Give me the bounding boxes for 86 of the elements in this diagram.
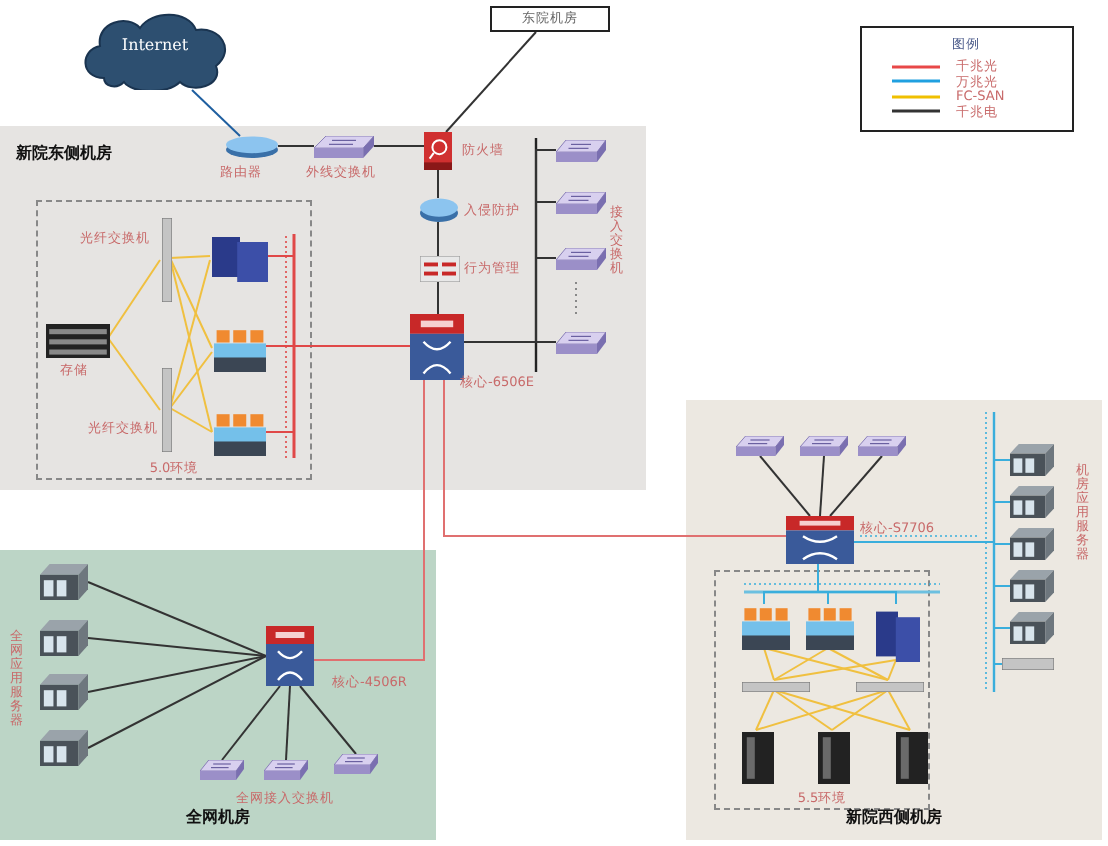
room-title: 全网机房 xyxy=(184,808,252,828)
cabinet-icon xyxy=(818,732,850,784)
connection-line xyxy=(817,563,897,605)
switch-icon xyxy=(736,436,784,456)
connection-line xyxy=(437,281,439,315)
server-icon xyxy=(1010,528,1054,560)
connection-line xyxy=(437,169,439,199)
room-area xyxy=(0,126,646,490)
connection-line xyxy=(437,221,439,257)
tower-icon xyxy=(212,232,268,282)
connection-line xyxy=(169,257,213,349)
switch-icon xyxy=(556,332,606,354)
server-icon xyxy=(40,730,88,766)
connection-line xyxy=(169,255,211,259)
server-icon xyxy=(40,674,88,710)
connection-line xyxy=(443,379,787,537)
connection-line xyxy=(87,637,267,657)
connection-line xyxy=(755,689,775,731)
switch-icon xyxy=(334,754,378,774)
bar-icon xyxy=(742,682,810,692)
switch-icon xyxy=(314,136,374,158)
bar-icon xyxy=(162,368,172,452)
switch-icon xyxy=(200,760,244,780)
blade-icon xyxy=(806,606,854,650)
dashed-area xyxy=(36,200,312,480)
server-icon xyxy=(40,564,88,600)
server-icon xyxy=(1010,570,1054,602)
blade-icon xyxy=(214,328,266,372)
bar-icon xyxy=(856,682,924,692)
connection-line xyxy=(313,379,425,661)
dashed-area xyxy=(714,570,930,810)
connection-line xyxy=(887,689,911,731)
server-icon xyxy=(1010,444,1054,476)
chassis-icon xyxy=(266,626,314,686)
bar-icon xyxy=(1002,658,1054,670)
blade-icon xyxy=(742,606,790,650)
tower-icon xyxy=(876,606,920,662)
server-icon xyxy=(40,620,88,656)
connection-line xyxy=(263,345,411,433)
switch-icon xyxy=(858,436,906,456)
cloud-label: Internet xyxy=(119,36,191,56)
cabinet-icon xyxy=(896,732,928,784)
router-icon xyxy=(226,136,278,158)
switch-icon xyxy=(556,192,606,214)
connection-line xyxy=(819,455,825,517)
connection-line xyxy=(831,689,889,731)
router-icon xyxy=(420,198,458,222)
connection-line xyxy=(773,659,897,681)
room-title: 新院东侧机房 xyxy=(16,144,112,164)
room-title: 新院西侧机房 xyxy=(844,808,944,828)
connection-line xyxy=(87,655,267,749)
connection-line xyxy=(759,455,811,517)
connection-line xyxy=(755,689,889,731)
firewall-icon xyxy=(424,132,452,170)
switch-icon xyxy=(556,140,606,162)
chassis-icon xyxy=(786,516,854,564)
server-icon xyxy=(1010,486,1054,518)
connection-line xyxy=(829,455,883,517)
connection-line xyxy=(463,341,557,343)
connection-line xyxy=(773,689,911,731)
connection-line xyxy=(827,647,889,681)
connection-line xyxy=(169,407,213,433)
blade-icon xyxy=(214,412,266,456)
room-area xyxy=(0,550,436,840)
appliance-icon xyxy=(420,256,460,282)
room-area xyxy=(686,400,1102,840)
chassis-icon xyxy=(410,314,464,380)
connection-line xyxy=(277,145,315,147)
server-icon xyxy=(1010,612,1054,644)
connection-line xyxy=(169,351,213,409)
switch-icon xyxy=(264,760,308,780)
connection-line xyxy=(87,655,267,693)
connection-line xyxy=(445,31,537,133)
connection-line xyxy=(191,89,241,137)
connection-line xyxy=(773,689,833,731)
cabinet-icon xyxy=(742,732,774,784)
connection-line xyxy=(887,659,897,681)
bar-icon xyxy=(162,218,172,302)
connection-line xyxy=(107,259,161,339)
switch-icon xyxy=(800,436,848,456)
connection-line xyxy=(107,337,161,411)
switch-icon xyxy=(556,248,606,270)
connection-line xyxy=(773,647,829,681)
connection-line xyxy=(373,145,425,147)
connection-line xyxy=(763,647,775,681)
storage-icon xyxy=(46,324,110,358)
